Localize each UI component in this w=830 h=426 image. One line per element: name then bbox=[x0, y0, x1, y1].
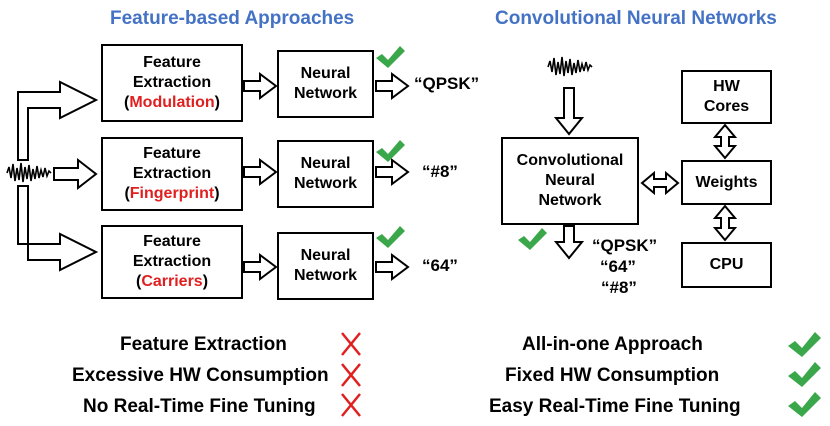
nn-line1: Neural bbox=[300, 155, 351, 172]
branch-arrow-top bbox=[17, 80, 99, 161]
nn-line2: Network bbox=[293, 175, 358, 192]
check-icon bbox=[788, 392, 821, 417]
fe-kind-label: (Fingerprint) bbox=[124, 185, 220, 202]
cnn-line3: Network bbox=[538, 192, 602, 209]
output-label: “QPSK” bbox=[414, 74, 480, 93]
nn-to-out-arrow-2 bbox=[375, 158, 410, 186]
fe-kind-label: (Carriers) bbox=[135, 273, 209, 290]
fe-line2: Extraction bbox=[132, 74, 212, 91]
neural-network-box-2: Neural Network bbox=[277, 140, 374, 208]
weights-label: Weights bbox=[695, 173, 758, 191]
cnn-line2: Neural bbox=[545, 172, 595, 189]
cross-icon bbox=[341, 363, 361, 387]
cnn-weights-arrow bbox=[640, 170, 680, 196]
output-label: “64” bbox=[422, 256, 458, 275]
signal-wave-icon bbox=[547, 56, 593, 77]
check-icon bbox=[518, 228, 547, 250]
weights-box: Weights bbox=[681, 160, 772, 205]
check-icon bbox=[376, 226, 405, 248]
output-label: “#8” bbox=[422, 162, 458, 181]
branch-arrow-middle bbox=[53, 157, 98, 191]
signal-wave-icon bbox=[6, 162, 52, 183]
neural-network-box-1: Neural Network bbox=[277, 50, 374, 118]
hw-weights-arrow bbox=[712, 123, 738, 160]
feature-extraction-box-modulation: Feature Extraction (Modulation) bbox=[101, 44, 243, 122]
fe-kind: Modulation bbox=[129, 94, 215, 111]
check-icon bbox=[376, 46, 405, 68]
cpu-box: CPU bbox=[681, 242, 772, 288]
cnn-box: Convolutional Neural Network bbox=[501, 137, 639, 225]
left-section-title: Feature-based Approaches bbox=[110, 8, 355, 29]
drawback-label: Excessive HW Consumption bbox=[72, 365, 329, 386]
nn-line1: Neural bbox=[300, 247, 351, 264]
drawback-label: No Real-Time Fine Tuning bbox=[83, 396, 316, 417]
advantage-label: All-in-one Approach bbox=[522, 334, 703, 355]
fe-to-nn-arrow-1 bbox=[243, 72, 278, 100]
nn-line2: Network bbox=[293, 267, 358, 284]
fe-line1: Feature bbox=[143, 54, 201, 71]
nn-to-out-arrow-3 bbox=[375, 253, 410, 281]
cross-icon bbox=[341, 332, 361, 356]
cnn-output-label: “QPSK” bbox=[592, 236, 658, 255]
weights-cpu-arrow bbox=[712, 204, 738, 242]
input-to-cnn-arrow bbox=[553, 87, 585, 136]
hw-cores-box: HW Cores bbox=[681, 70, 772, 124]
fe-kind-label: (Modulation) bbox=[124, 94, 220, 111]
cnn-to-out-arrow bbox=[553, 225, 585, 260]
drawback-label: Feature Extraction bbox=[120, 334, 287, 355]
feature-extraction-box-carriers: Feature Extraction (Carriers) bbox=[101, 225, 243, 299]
cnn-output-label: “#8” bbox=[601, 278, 637, 297]
check-icon bbox=[788, 332, 821, 357]
nn-to-out-arrow-1 bbox=[375, 72, 410, 100]
fe-kind: Fingerprint bbox=[129, 185, 215, 202]
cnn-line1: Convolutional bbox=[516, 152, 624, 169]
check-icon bbox=[376, 140, 405, 162]
right-section-title: Convolutional Neural Networks bbox=[495, 8, 777, 29]
nn-line2: Network bbox=[293, 85, 358, 102]
hw-line2: Cores bbox=[703, 98, 750, 115]
advantage-label: Fixed HW Consumption bbox=[505, 365, 720, 386]
advantage-label: Easy Real-Time Fine Tuning bbox=[489, 396, 741, 417]
branch-arrow-bottom bbox=[17, 185, 99, 272]
cpu-label: CPU bbox=[709, 256, 744, 273]
fe-line1: Feature bbox=[143, 233, 201, 250]
fe-line2: Extraction bbox=[132, 253, 212, 270]
cross-icon bbox=[341, 393, 361, 417]
fe-to-nn-arrow-2 bbox=[243, 158, 278, 186]
fe-kind: Carriers bbox=[141, 273, 203, 290]
cnn-output-label: “64” bbox=[600, 257, 636, 276]
feature-extraction-box-fingerprint: Feature Extraction (Fingerprint) bbox=[101, 137, 243, 211]
neural-network-box-3: Neural Network bbox=[277, 232, 374, 300]
hw-line1: HW bbox=[713, 78, 740, 95]
nn-line1: Neural bbox=[300, 65, 351, 82]
fe-to-nn-arrow-3 bbox=[243, 253, 278, 281]
fe-line1: Feature bbox=[143, 145, 201, 162]
check-icon bbox=[788, 362, 821, 387]
fe-line2: Extraction bbox=[132, 165, 212, 182]
